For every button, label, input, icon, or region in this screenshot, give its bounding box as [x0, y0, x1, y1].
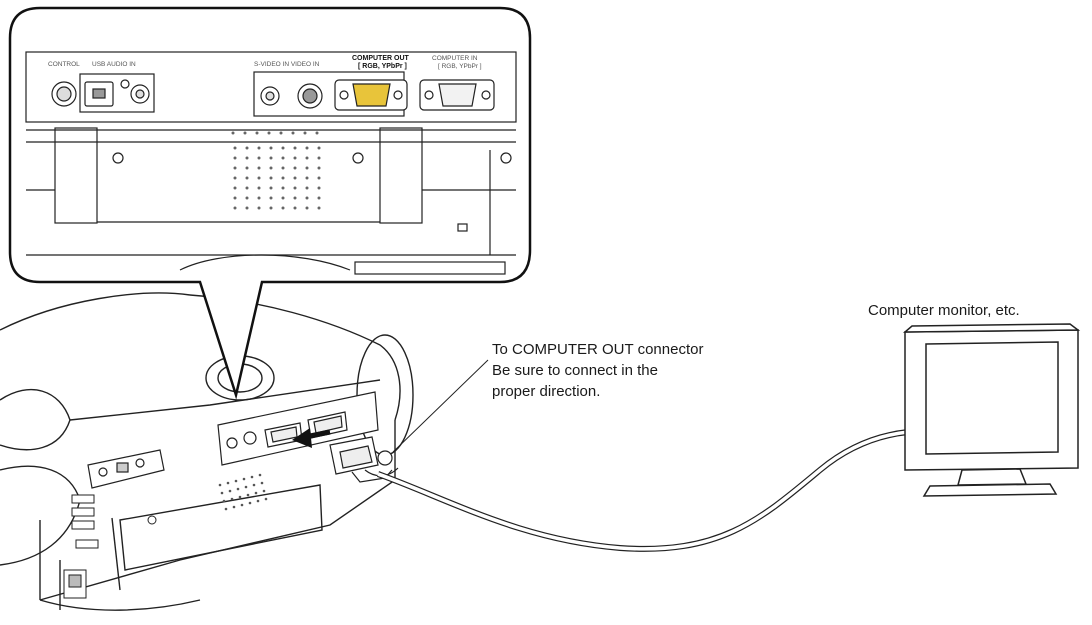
- connector-caption-line1: To COMPUTER OUT connector: [492, 341, 704, 358]
- projector-side-details: [63, 494, 157, 599]
- connector-caption-line3: proper direction.: [492, 383, 601, 400]
- direction-arrow: [292, 428, 331, 448]
- vga-cable: [376, 429, 909, 552]
- projector-usb-panel: [87, 449, 165, 489]
- callout-connectors: [51, 71, 512, 232]
- computer-monitor: [902, 323, 1081, 497]
- label-computer-out: COMPUTER OUT: [352, 55, 410, 62]
- label-computer-in: COMPUTER IN: [432, 55, 478, 62]
- projector-connector-panel: [217, 391, 379, 466]
- projector-vent: [218, 473, 268, 511]
- label-control: CONTROL: [48, 61, 80, 68]
- label-computer-out-sub: [ RGB, YPbPr ]: [358, 63, 407, 70]
- vga-plug: [329, 436, 399, 483]
- caption-leader-line: [392, 359, 489, 453]
- label-usb-audio: USB AUDIO IN: [92, 61, 136, 68]
- connector-caption-line2: Be sure to connect in the: [492, 362, 658, 379]
- connector-caption: To COMPUTER OUT connector Be sure to con…: [492, 339, 703, 402]
- callout-panel-drawing: [25, 51, 517, 275]
- label-computer-in-sub: [ RGB, YPbPr ]: [438, 63, 482, 70]
- callout-vent: [231, 131, 321, 210]
- monitor-caption: Computer monitor, etc.: [868, 302, 1020, 319]
- label-s-video: S-VIDEO IN VIDEO IN: [254, 61, 320, 68]
- projector-body: [0, 292, 414, 611]
